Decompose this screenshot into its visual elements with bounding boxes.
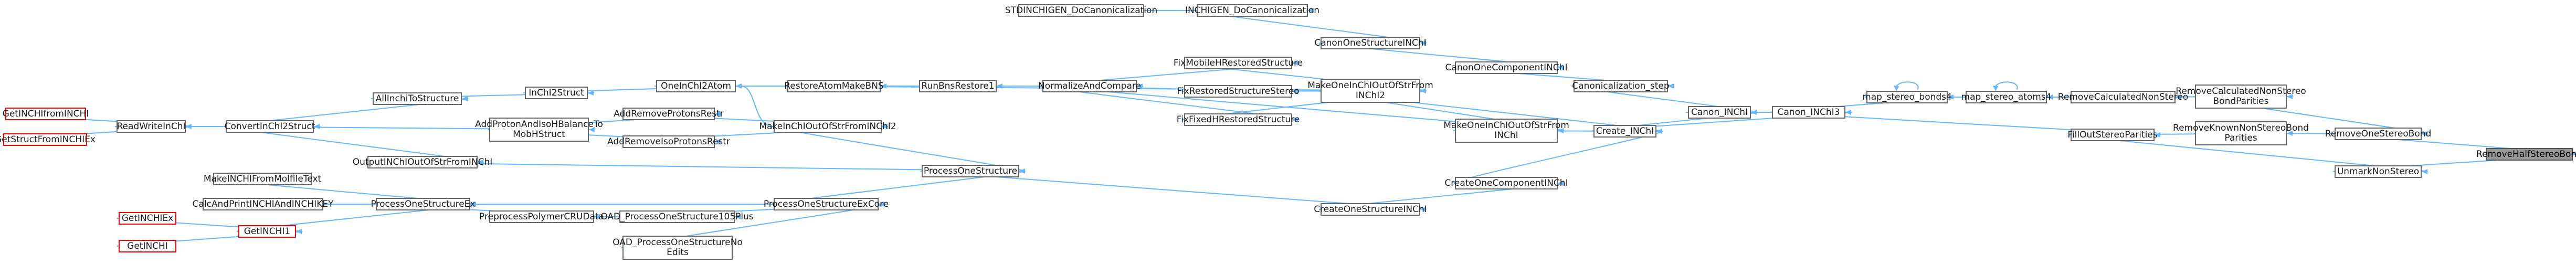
node-remove-calculated-non-stereo-bond-parities[interactable]: RemoveCalculatedNonStereo BondParities (2176, 85, 2306, 109)
node-preprocess-polymer-cru-data[interactable]: PreprocessPolymerCRUData (479, 210, 604, 223)
edge-arrow-processOneExCore-processOne (1019, 168, 1025, 174)
node-make-inchi-out-of-str-from-inchi2[interactable]: MakeInChIOutOfStrFromINChI2 (759, 120, 896, 133)
node-canon-inchi[interactable]: Canon_INChI (1688, 106, 1751, 119)
node-canonicalization-step[interactable]: Canonicalization_step (1572, 80, 1670, 92)
edge-arrow-normCompare-makeOneOut (1558, 128, 1564, 133)
node-stdinchigen-do-canonicalization[interactable]: STDINCHIGEN_DoCanonicalization (1005, 4, 1157, 17)
edge-arrow-processOne-createOneStruct (1420, 207, 1426, 212)
node-fix-mobile-h-restored-structure[interactable]: FixMobileHRestoredStructure (1174, 57, 1303, 69)
node-create-inchi[interactable]: Create_INChI (1593, 125, 1656, 138)
edge-arrow-restoreAtom-makeOneOut2 (1420, 88, 1426, 93)
node-all-inchi-to-structure[interactable]: AllInchiToStructure (373, 92, 462, 105)
edge-arrow-mapBonds-mapAtoms (2047, 94, 2053, 100)
node-remove-half-stereo-bond[interactable]: RemoveHalfStereoBond (2476, 148, 2576, 161)
node-add-proton-and-iso-h-balance[interactable]: AddProtonAndIsoHBalanceTo MobHStruct (475, 118, 603, 142)
node-run-bns-restore1[interactable]: RunBnsRestore1 (919, 80, 997, 92)
edge-arrow-mapBonds-mapBonds (1893, 86, 1899, 91)
node-map-stereo-bonds4[interactable]: map_stereo_bonds4 (1862, 91, 1952, 103)
edge-arrow-normCompare-fixFixed (1292, 117, 1298, 122)
edge-arrow-addRemIsoProtons-makeInchiOut2 (882, 124, 888, 129)
edge-arrow-inchiDoCanon-canonOneStruct (1420, 40, 1426, 46)
edge-arrow-canon3-mapBonds (1948, 94, 1954, 100)
node-get-inchi[interactable]: GetINCHI (119, 240, 176, 252)
edge-arrow-unmark-removeHalf (2573, 153, 2576, 156)
node-oad-process-one-structure-105plus[interactable]: OAD_ProcessOneStructure105Plus (600, 210, 754, 223)
node-fix-fixed-h-restored-structure[interactable]: FixFixedHRestoredStructure (1177, 113, 1300, 126)
edge-arrow-canonOneStruct-canonOneComp (1558, 65, 1564, 70)
node-make-one-inchi-out-of-str-from-inchi[interactable]: MakeOneInChIOutOfStrFrom INChI (1443, 119, 1569, 143)
node-get-inchi-from-inchi[interactable]: GetINCHIfromINCHI (3, 108, 89, 120)
node-output-inchi-out-of-str-from-inchi[interactable]: OutputINChIOutOfStrFromINChI (353, 156, 492, 168)
node-make-inchi-from-molfile-text[interactable]: MakeINCHIFromMolfileText (204, 173, 321, 185)
node-canon-one-component-inchi[interactable]: CanonOneComponentINChI (1445, 61, 1567, 74)
node-canon-one-structure-inchi[interactable]: CanonOneStructureINChI (1314, 37, 1427, 49)
edge-arrow-getInchi-getInchi1 (296, 229, 302, 234)
node-process-one-structure-ex-core[interactable]: ProcessOneStructureExCore (764, 198, 889, 210)
node-get-struct-from-inchi-ex[interactable]: GetStructFromINCHIEx (0, 133, 96, 146)
node-create-one-component-inchi[interactable]: CreateOneComponentINChI (1444, 177, 1568, 189)
edge-arrow-runBns-normCompare (1137, 83, 1143, 89)
node-normalize-and-compare[interactable]: NormalizeAndCompare (1038, 80, 1141, 92)
edge-arrow-canon3-fillOut (2155, 132, 2160, 138)
node-make-one-inchi-out-of-str-from-inchi2[interactable]: MakeOneInChIOutOfStrFrom INChI2 (1307, 79, 1433, 103)
node-convert-inchi2-struct[interactable]: ConvertInChI2Struct (225, 120, 315, 133)
edge-arrow-createInchi-canon3 (1845, 110, 1851, 115)
edge-arrow-addProtons-addRemIsoProtons (715, 139, 721, 144)
edge-arrow-convertInchi2-outputInchi (478, 160, 483, 165)
node-remove-one-stereo-bond[interactable]: RemoveOneStereoBond (2325, 128, 2431, 140)
edge-arrow-oneInchi2Atom-restoreAtom (881, 83, 886, 89)
node-restore-atom-make-bns[interactable]: RestoreAtomMakeBNS (784, 80, 884, 92)
edge-makeInchiOut2-oneInchi2Atom (741, 86, 774, 127)
edge-arrow-allInchiToStruct-inchi2Struct (588, 90, 594, 96)
node-process-one-structure[interactable]: ProcessOneStructure (922, 165, 1019, 177)
node-one-inchi2-atom[interactable]: OneInChI2Atom (656, 80, 736, 92)
edge-arrow-oadProcNoEdits-processOneExCore (879, 202, 884, 207)
node-map-stereo-atoms4[interactable]: map_stereo_atoms4 (1961, 91, 2051, 103)
node-remove-calculated-non-stereo[interactable]: RemoveCalculatedNonStereo (2058, 91, 2188, 103)
node-oad-process-one-structure-no-edits[interactable]: OAD_ProcessOneStructureNo Edits (613, 236, 743, 260)
edge-arrow-mapAtoms-remCalcNS (2176, 94, 2181, 100)
node-fill-out-stereo-parities[interactable]: FillOutStereoParities (2067, 129, 2158, 141)
edge-arrow-createOneComp-createInchi (1656, 129, 1662, 134)
node-add-remove-protons-restr[interactable]: AddRemoveProtonsRestr (614, 108, 724, 120)
node-add-remove-iso-protons-restr[interactable]: AddRemoveIsoProtonsRestr (607, 135, 730, 148)
node-read-write-inchi[interactable]: ReadWriteInChI (117, 120, 186, 133)
edge-arrow-convertInchi2-addProtons (589, 127, 595, 132)
node-get-inchi1[interactable]: GetINCHI1 (238, 225, 296, 238)
edge-arrow-remCalcNS-remCalcPar (2287, 94, 2293, 99)
edge-arrow-remKnownPar-removeOne (2422, 131, 2427, 136)
edge-arrow-makeInchiOut2-oneInchi2Atom (736, 83, 742, 89)
edge-arrow-normCompare-fixMobile (1292, 60, 1298, 66)
edge-arrow-createInchi-canon (1751, 110, 1757, 115)
node-create-one-structure-inchi[interactable]: CreateOneStructureINChI (1314, 203, 1427, 216)
edge-arrow-getInchi1-processOneEx (470, 202, 476, 207)
edge-arrow-addProtons-addRemProtons (715, 111, 721, 117)
edge-arrow-canonOneComp-canonStep (1668, 83, 1674, 89)
node-inchigen-do-canonicalization[interactable]: INCHIGEN_DoCanonicalization (1185, 4, 1319, 17)
edge-arrow-processOneEx-preprocessPoly (594, 214, 600, 219)
node-process-one-structure-ex[interactable]: ProcessOneStructureEx (371, 198, 476, 210)
edge-arrow-convertInchi2-allInchiToStruct (462, 96, 468, 101)
edge-arrow-mapAtoms-mapAtoms (1992, 86, 1999, 91)
edge-arrow-fillOut-remKnownPar (2287, 131, 2293, 136)
edge-arrow-preprocessPoly-oadProc105 (735, 214, 741, 219)
node-fix-restored-structure-stereo[interactable]: FixRestoredStructureStereo (1177, 85, 1300, 98)
node-calc-and-print-inchi-and-inchikey[interactable]: CalcAndPrintINCHIAndINCHIKEY (193, 198, 333, 210)
node-inchi2-struct[interactable]: InChI2Struct (525, 87, 588, 99)
node-unmark-non-stereo[interactable]: UnmarkNonStereo (2335, 165, 2422, 178)
edge-arrow-fillOut-unmark (2422, 169, 2427, 174)
edge-arrow-stdDoCanon-inchiDoCanon (1308, 8, 1314, 13)
node-canon-inchi3[interactable]: Canon_INChI3 (1772, 106, 1845, 119)
edge-arrow-createOneStruct-createOneComp (1558, 181, 1564, 186)
edge-arrow-restoreAtom-runBns (997, 83, 1002, 89)
edge-arrow-getStructFrom-readWrite (186, 124, 192, 129)
node-get-inchi-ex[interactable]: GetINCHIEx (119, 212, 176, 225)
node-remove-known-non-stereo-bond-parities[interactable]: RemoveKnownNonStereoBond Parities (2173, 121, 2309, 145)
edge-arrow-normCompare-fixRestored (1292, 89, 1298, 94)
